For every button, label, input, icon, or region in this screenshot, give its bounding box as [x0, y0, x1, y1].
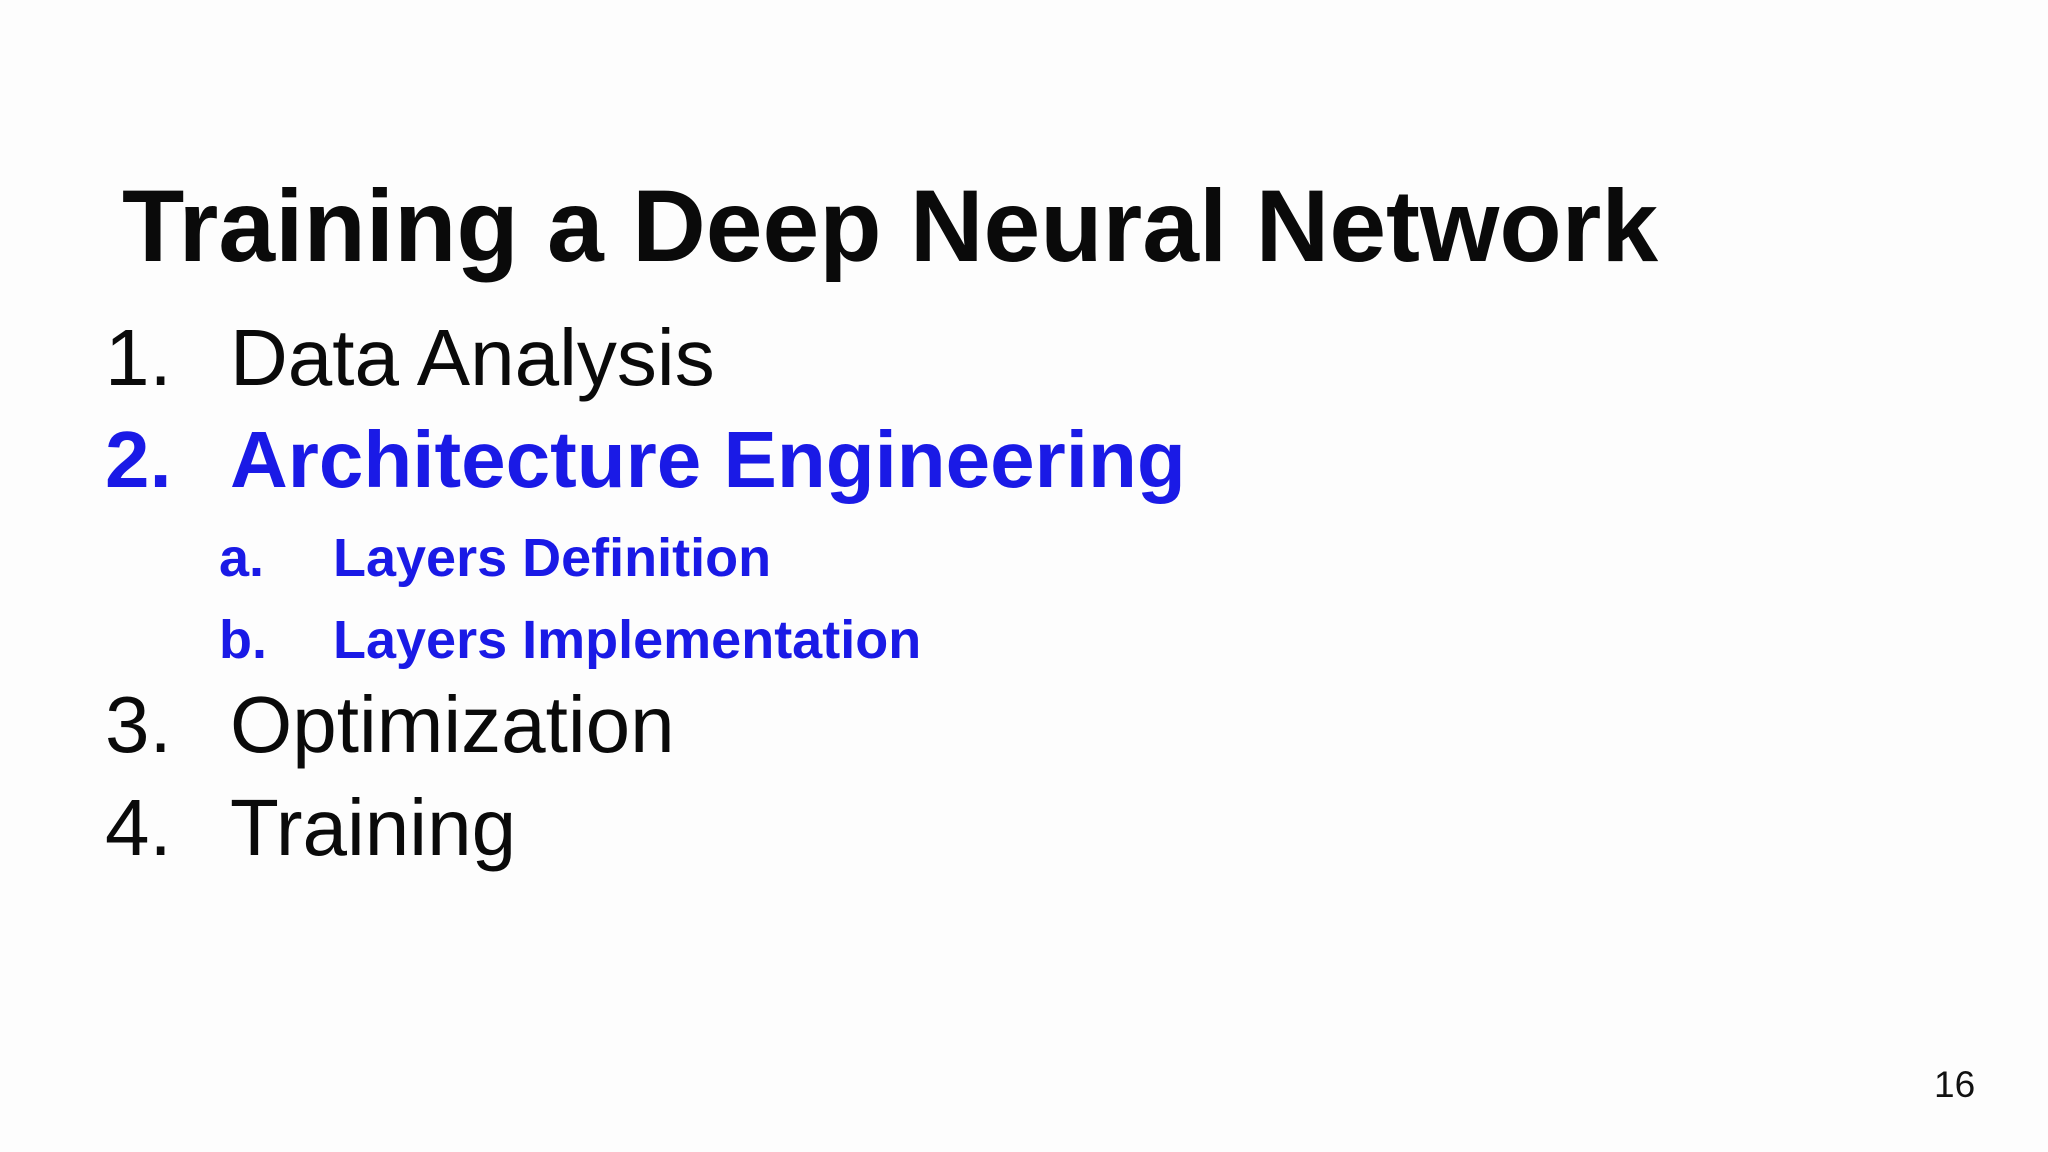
list-item-label: Layers Definition: [333, 528, 772, 588]
sub-item-layers-implementation: b. Layers Implementation: [219, 613, 921, 667]
list-item-architecture-engineering: 2. Architecture Engineering: [105, 420, 1186, 500]
page-title: Training a Deep Neural Network: [122, 169, 1659, 284]
list-marker: 2.: [105, 415, 172, 504]
list-marker: 3.: [105, 680, 172, 769]
list-item-label: Architecture Engineering: [230, 415, 1186, 504]
list-item-optimization: 3. Optimization: [105, 685, 675, 765]
sub-item-layers-definition: a. Layers Definition: [219, 531, 771, 585]
list-item-label: Training: [230, 783, 517, 872]
list-item-training: 4. Training: [105, 788, 516, 868]
list-marker: a.: [219, 528, 265, 588]
list-item-label: Optimization: [230, 680, 675, 769]
list-item-data-analysis: 1. Data Analysis: [105, 318, 715, 398]
slide-page-number: 16: [1934, 1064, 1976, 1105]
list-item-label: Data Analysis: [230, 313, 715, 402]
list-marker: 4.: [105, 783, 172, 872]
list-marker: b.: [219, 610, 267, 670]
list-item-label: Layers Implementation: [333, 610, 922, 670]
list-marker: 1.: [105, 313, 172, 402]
